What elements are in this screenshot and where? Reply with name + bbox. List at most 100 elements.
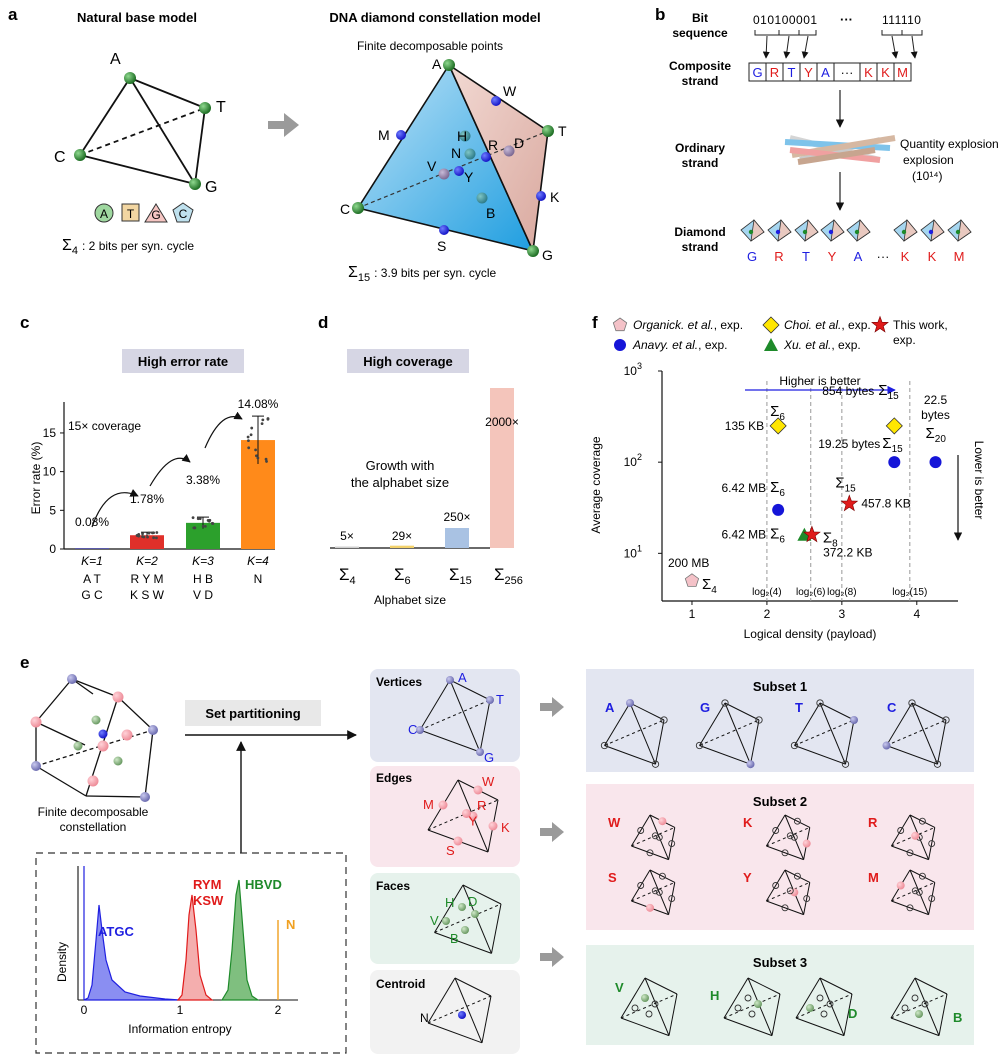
c-data-dot	[206, 519, 210, 522]
faces-title: Faces	[376, 879, 410, 893]
tetra-edge	[668, 993, 678, 1036]
empty-point	[695, 741, 704, 750]
vertex-T-label: T	[216, 99, 226, 116]
explosion-label: Quantity explosion	[900, 137, 999, 151]
glyph-C: C	[179, 207, 188, 221]
legend-marker-diamond	[762, 316, 780, 334]
empty-point	[790, 833, 798, 841]
composite-letter: M	[897, 65, 908, 80]
tetra-hidden-edge	[891, 826, 935, 847]
empty-point	[816, 994, 824, 1002]
face-label: H	[445, 895, 454, 910]
d-xlabel: Alphabet size	[374, 593, 446, 607]
legend-label: Organick. et al., exp.	[633, 318, 743, 332]
svg-text:V: V	[427, 158, 437, 174]
c-k-label: K=2	[136, 554, 158, 568]
composite-letter: Y	[804, 65, 813, 80]
filled-point	[438, 800, 448, 810]
svg-text:A: A	[432, 56, 442, 72]
empty-point	[897, 827, 905, 834]
composite-letter: ···	[841, 65, 854, 80]
tetra-edge	[909, 814, 930, 860]
f-point	[885, 417, 903, 435]
tetra-edge	[655, 719, 665, 765]
tetra-edge	[629, 702, 665, 721]
tetra-edge	[766, 900, 804, 916]
empty-point	[928, 895, 936, 902]
f-vline-label: log₂(15)	[892, 587, 927, 598]
edge-label: Y	[469, 814, 478, 829]
f-xlabel: Logical density (payload)	[744, 627, 877, 641]
filled-point	[626, 699, 634, 707]
tetra-edge	[699, 702, 726, 746]
tetra-edge	[427, 977, 456, 1024]
tetra-hidden-edge	[419, 699, 491, 731]
filled-point	[882, 741, 891, 750]
banner-c: High error rate	[138, 354, 228, 369]
empty-point	[658, 872, 666, 880]
empty-point	[646, 849, 654, 857]
edge-label: K	[501, 820, 510, 835]
higher-label: Higher is better	[779, 374, 860, 388]
f-xtick-label: 4	[913, 607, 920, 621]
f-point	[772, 503, 785, 516]
empty-point	[645, 1010, 653, 1018]
subset2-label: W	[608, 815, 621, 830]
svg-text:T: T	[558, 123, 567, 139]
f-point-label: 19.25 bytes	[818, 437, 880, 451]
tetra-edge	[668, 827, 676, 860]
tetra-edge	[620, 977, 646, 1019]
f-point	[888, 456, 901, 469]
empty-point	[786, 887, 794, 895]
c-k-label: K=3	[192, 554, 214, 568]
glyph-T: T	[127, 207, 135, 221]
empty-point	[772, 882, 780, 889]
subset-1-title: Subset 1	[753, 679, 807, 694]
centroid-label: N	[420, 1011, 429, 1025]
f-point	[684, 573, 700, 587]
panel-letter-d: d	[318, 313, 328, 332]
edges-title: Edges	[376, 771, 412, 785]
vertex-G-label: G	[205, 179, 217, 196]
f-xtick-label: 2	[764, 607, 771, 621]
c-data-dot	[261, 418, 265, 422]
tetra-edge	[771, 993, 781, 1036]
tetra-edge	[454, 977, 483, 1043]
tetra-hidden-edge	[631, 881, 675, 902]
empty-point	[668, 895, 676, 902]
tetra-edge	[909, 869, 936, 883]
empty-point	[655, 888, 663, 896]
svg-text:R: R	[488, 137, 498, 153]
tetra-edge	[911, 702, 947, 721]
model-arrow	[268, 113, 299, 137]
empty-point	[651, 760, 660, 768]
constellation-points	[30, 674, 158, 802]
d-bar-3	[445, 528, 469, 548]
c-ytick-label: 0	[49, 542, 56, 556]
right-caption: Σ15: 3.9 bits per syn. cycle	[348, 264, 497, 284]
filled-point	[646, 903, 654, 912]
tetra-edge	[886, 745, 938, 765]
c-group-label: K S W	[130, 588, 165, 602]
c-ylabel: Error rate (%)	[29, 442, 43, 515]
filled-point	[458, 1011, 466, 1019]
tetra-edge	[649, 869, 670, 915]
svg-text:B: B	[486, 205, 495, 221]
vertex-C-label: C	[54, 149, 66, 166]
svg-text:K: K	[550, 189, 560, 205]
tetra-edge	[914, 977, 948, 995]
c-group-label: R Y M	[131, 572, 164, 586]
legend-label: Xu. et al., exp.	[783, 338, 861, 352]
set-partitioning-label: Set partitioning	[205, 706, 300, 721]
d-bar-4	[490, 388, 514, 548]
banner-d-box	[347, 349, 469, 373]
subset2-label: M	[868, 870, 879, 885]
subset1-label: T	[795, 700, 803, 715]
